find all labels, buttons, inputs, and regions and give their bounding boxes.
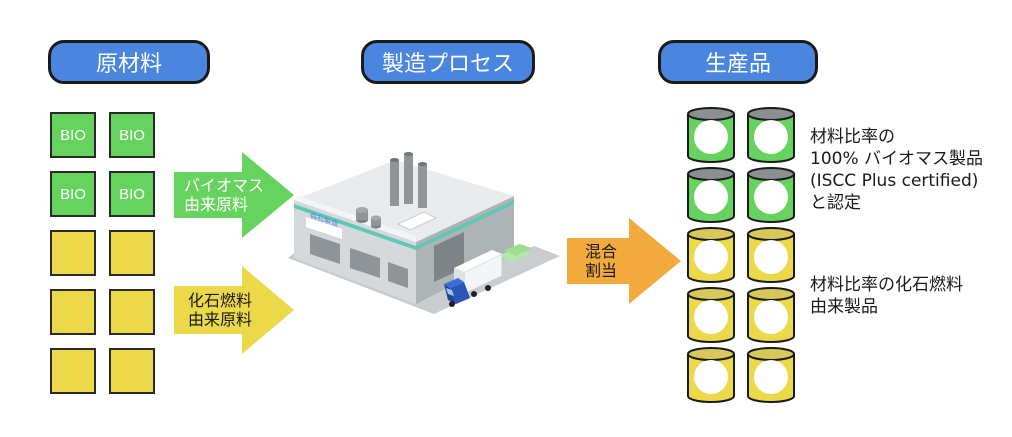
fossil-tile [109,289,155,335]
fossil-product-label: 材料比率の化石燃料 由来製品 [810,275,963,317]
fossil-product-can [747,227,795,283]
bio-tile: BIO [109,112,155,158]
fossil-product-can [687,227,735,283]
bio-tile-label: BIO [119,185,145,203]
biomass-product-can [687,167,735,223]
fossil-product-can [687,287,735,343]
arrow-shape-green [174,152,294,238]
bio-tile: BIO [109,171,155,217]
arrow-fossil-source: 化石燃料 由来原料 [174,266,294,354]
biomass-product-can [747,167,795,223]
arrow-shape-orange [567,218,681,304]
fossil-product-can [747,347,795,403]
factory-illustration: 森石製造 [288,152,560,314]
fossil-tile [109,348,155,394]
bio-tile-label: BIO [60,185,86,203]
bio-tile-label: BIO [60,126,86,144]
bio-tile: BIO [50,112,96,158]
fossil-tile [50,348,96,394]
biomass-product-can [747,107,795,163]
fossil-product-can [747,287,795,343]
arrow-bio-source: バイオマス 由来原料 [174,152,294,238]
bio-tile-label: BIO [119,126,145,144]
fossil-product-can [687,347,735,403]
header-products: 生産品 [658,40,818,84]
biomass-product-label: 材料比率の 100% バイオマス製品 (ISCC Plus certified)… [810,127,984,213]
arrow-fossil-label: 化石燃料 由来原料 [188,291,253,329]
biomass-product-can [687,107,735,163]
arrow-mix-allocation: 混合 割当 [567,218,681,304]
arrow-shape-yellow [174,266,294,354]
fossil-tile [50,230,96,276]
fossil-tile [109,230,155,276]
header-raw-materials: 原材料 [48,40,210,84]
fossil-tile [50,289,96,335]
bio-tile: BIO [50,171,96,217]
header-process: 製造プロセス [361,40,535,84]
arrow-mix-label: 混合 割当 [585,242,618,280]
arrow-bio-label: バイオマス 由来原料 [184,176,265,214]
